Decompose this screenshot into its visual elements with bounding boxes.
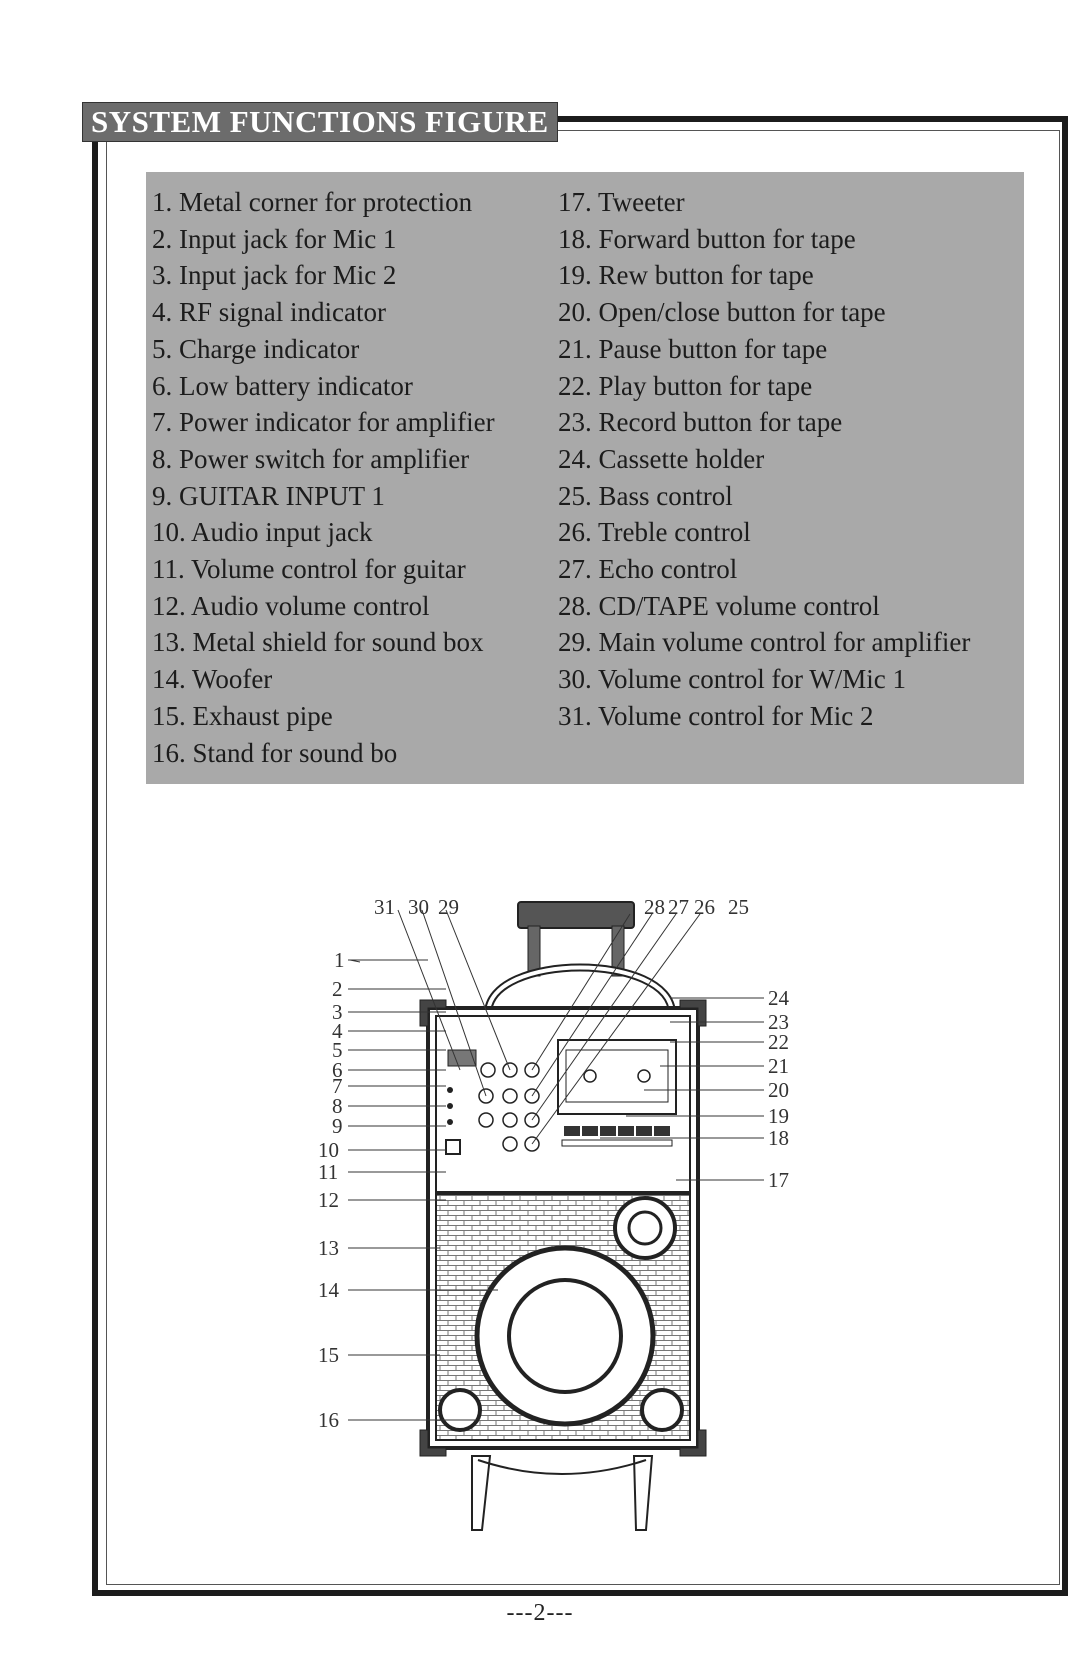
legend-item: 28. CD/TAPE volume control: [558, 590, 880, 621]
speaker-cones: [438, 1196, 684, 1432]
callout-16: 16: [318, 1408, 339, 1432]
legend-item: 18. Forward button for tape: [558, 223, 856, 254]
legend-item: 10. Audio input jack: [152, 517, 373, 548]
callout-8: 8: [332, 1094, 343, 1118]
callout-7: 7: [332, 1074, 343, 1098]
callout-11: 11: [318, 1160, 338, 1184]
callout-14: 14: [318, 1278, 340, 1302]
legend-item: 9. GUITAR INPUT 1: [152, 480, 385, 511]
legend-item: 31. Volume control for Mic 2: [558, 700, 874, 731]
legend-item: 23. Record button for tape: [558, 407, 843, 438]
callout-20: 20: [768, 1078, 789, 1102]
legend-item: 2. Input jack for Mic 1: [152, 223, 397, 254]
legend-item: 8. Power switch for amplifier: [152, 443, 470, 474]
callout-23: 23: [768, 1010, 789, 1034]
legend-left-column: 1. Metal corner for protection 2. Input …: [152, 184, 495, 771]
callout-21: 21: [768, 1054, 789, 1078]
legend-item: 14. Woofer: [152, 664, 273, 695]
page-frame-inner: [106, 130, 1060, 1585]
speaker-diagram-svg: 31 30 29 28 27 26 25 1 2 3 4 5 6 7 8 9 1…: [318, 895, 790, 1531]
callout-25: 25: [728, 895, 749, 919]
section-title: SYSTEM FUNCTIONS FIGURE: [82, 102, 558, 142]
callout-10: 10: [318, 1138, 339, 1162]
callout-12: 12: [318, 1188, 339, 1212]
legend-item: 25. Bass control: [558, 480, 733, 511]
callout-29: 29: [438, 895, 459, 919]
callout-1: 1: [334, 948, 345, 972]
callout-27: 27: [668, 895, 689, 919]
legend-item: 6. Low battery indicator: [152, 370, 413, 401]
legend-item: 13. Metal shield for sound box: [152, 627, 484, 658]
legend-item: 5. Charge indicator: [152, 333, 360, 364]
legend-item: 16. Stand for sound bo: [152, 737, 398, 768]
legend-item: 3. Input jack for Mic 2: [152, 260, 397, 291]
page-frame-outer: [92, 116, 1068, 1596]
legend-item: 21. Pause button for tape: [558, 333, 828, 364]
legend-right-column: 17. Tweeter 18. Forward button for tape …: [558, 184, 970, 735]
callout-30: 30: [408, 895, 429, 919]
callout-3: 3: [332, 1000, 343, 1024]
legend-item: 12. Audio volume control: [152, 590, 430, 621]
callout-labels: 31 30 29 28 27 26 25 1 2 3 4 5 6 7 8 9 1…: [318, 895, 790, 1432]
legend-item: 11. Volume control for guitar: [152, 554, 466, 585]
legend-item: 17. Tweeter: [558, 187, 685, 217]
callout-18: 18: [768, 1126, 789, 1150]
legend-item: 7. Power indicator for amplifier: [152, 407, 495, 438]
legend-item: 26. Treble control: [558, 517, 751, 548]
page-number: ---2---: [506, 1600, 574, 1626]
stand: [471, 1455, 654, 1531]
callout-24: 24: [768, 986, 790, 1010]
legend-item: 19. Rew button for tape: [558, 260, 814, 291]
legend-item: 29. Main volume control for amplifier: [558, 627, 971, 658]
callout-6: 6: [332, 1058, 343, 1082]
legend-item: 30. Volume control for W/Mic 1: [558, 664, 906, 695]
callout-19: 19: [768, 1104, 789, 1128]
control-panel: [445, 1039, 677, 1155]
legend-item: 1. Metal corner for protection: [152, 187, 473, 217]
legend-item: 15. Exhaust pipe: [152, 700, 333, 731]
callout-26: 26: [694, 895, 715, 919]
leader-lines: [348, 909, 764, 1421]
speaker-diagram: 31 30 29 28 27 26 25 1 2 3 4 5 6 7 8 9 1…: [300, 890, 860, 1540]
callout-15: 15: [318, 1343, 339, 1367]
callout-31: 31: [374, 895, 395, 919]
legend-item: 22. Play button for tape: [558, 370, 813, 401]
callout-4: 4: [332, 1019, 343, 1043]
legend-item: 4. RF signal indicator: [152, 297, 386, 328]
callout-22: 22: [768, 1030, 789, 1054]
callout-28: 28: [644, 895, 665, 919]
callout-2: 2: [332, 977, 343, 1001]
callout-9: 9: [332, 1114, 343, 1138]
handle: [484, 901, 676, 1015]
legend-panel: 1. Metal corner for protection 2. Input …: [146, 172, 1024, 784]
legend-item: 27. Echo control: [558, 554, 738, 585]
callout-17: 17: [768, 1168, 789, 1192]
callout-5: 5: [332, 1038, 343, 1062]
legend-item: 24. Cassette holder: [558, 443, 765, 474]
legend-item: 20. Open/close button for tape: [558, 297, 886, 328]
callout-13: 13: [318, 1236, 339, 1260]
